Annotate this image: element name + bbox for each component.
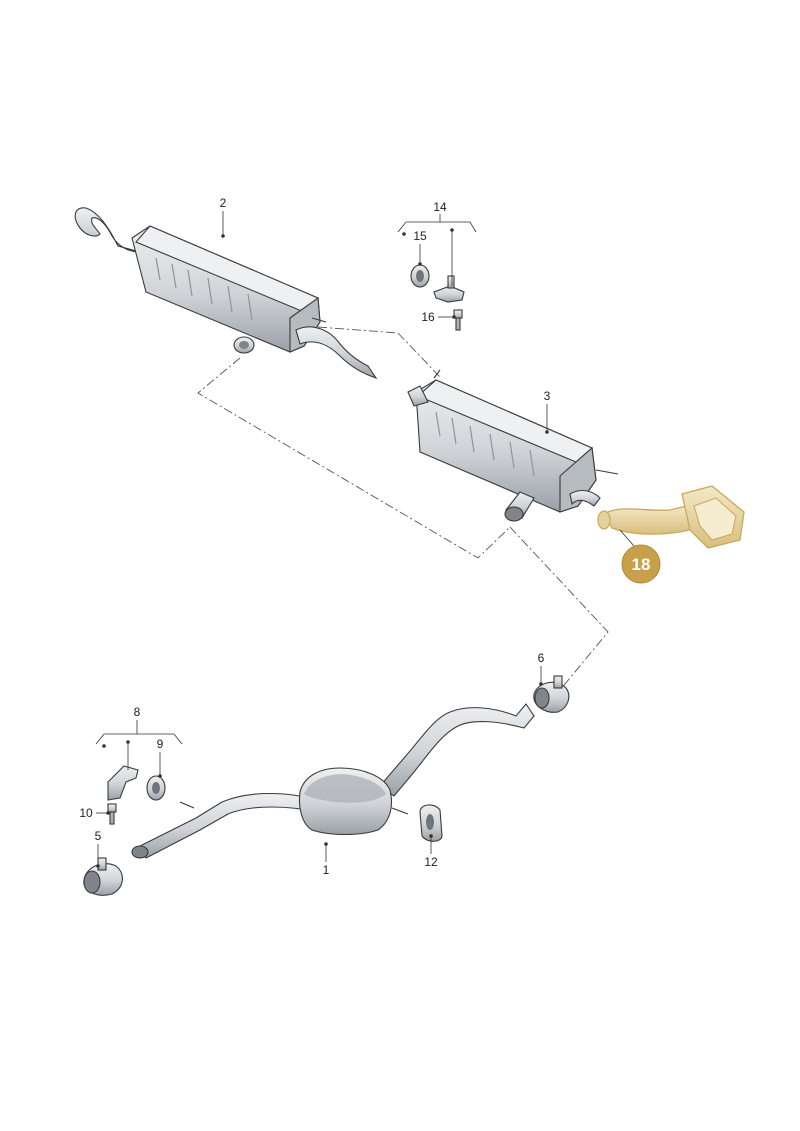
label-part-10: 10 (79, 806, 93, 820)
tailpipe-trim-part-18[interactable] (597, 485, 745, 549)
clamp-part-5[interactable] (83, 857, 123, 896)
rear-silencer-part-2[interactable] (74, 207, 378, 380)
mount-kit-part-8[interactable] (107, 765, 139, 801)
label-part-5: 5 (95, 829, 102, 843)
rubber-mount-part-12[interactable] (419, 804, 443, 842)
highlight-badge-part-18[interactable]: 18 (621, 544, 661, 584)
label-part-1: 1 (323, 863, 330, 877)
label-part-2: 2 (220, 196, 227, 210)
clamp-part-6[interactable] (533, 675, 570, 713)
label-part-8: 8 (134, 705, 141, 719)
label-part-12: 12 (424, 855, 438, 869)
label-part-9: 9 (157, 737, 164, 751)
front-silencer-part-1[interactable] (131, 703, 535, 859)
rubber-mount-part-15[interactable] (410, 264, 430, 288)
middle-silencer-part-3[interactable] (407, 369, 619, 522)
label-part-3: 3 (544, 389, 551, 403)
connection-lines (197, 326, 609, 691)
label-part-14: 14 (433, 200, 447, 214)
rubber-mount-part-9[interactable] (146, 775, 166, 801)
label-part-15: 15 (413, 229, 427, 243)
bolt-part-16[interactable] (453, 309, 463, 331)
bolt-part-10[interactable] (107, 803, 117, 825)
label-part-6: 6 (538, 651, 545, 665)
leader-lines (95, 211, 635, 868)
part-labels: 2 3 14 15 16 6 8 9 10 5 1 12 (79, 196, 550, 877)
label-part-16: 16 (421, 310, 435, 324)
label-part-18: 18 (632, 555, 651, 574)
mount-kit-part-14[interactable] (433, 275, 465, 303)
